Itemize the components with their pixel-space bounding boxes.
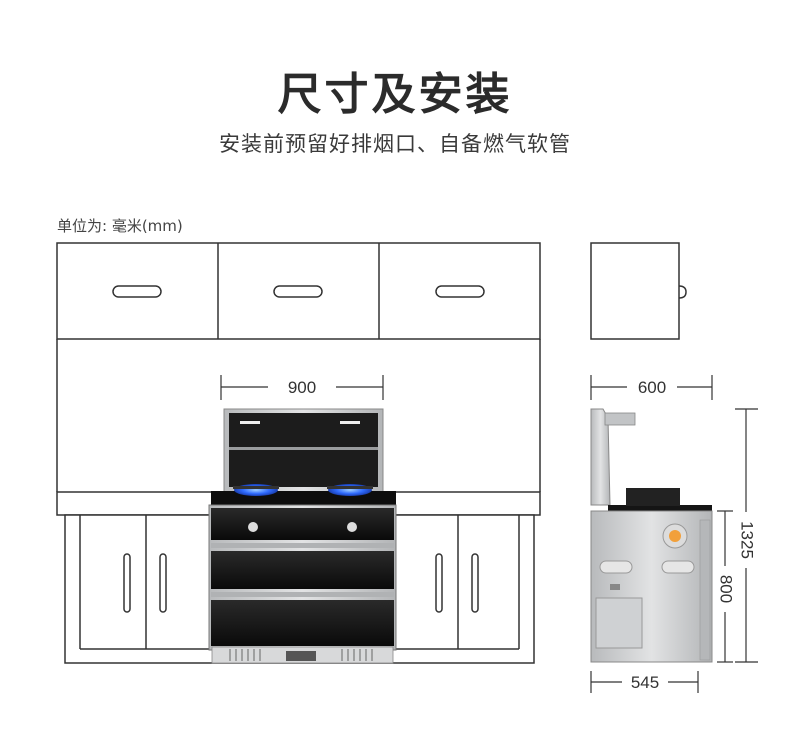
dimension-depth-bottom <box>590 671 699 693</box>
side-upper-cabinet <box>590 242 687 340</box>
side-view: 600 1325 800 545 <box>590 242 758 693</box>
integrated-stove-front <box>208 408 397 664</box>
integrated-stove-side <box>590 408 713 663</box>
dimension-width-front <box>220 375 384 400</box>
dimension-label-height-total: 1325 <box>738 521 757 559</box>
cabinet-handle <box>471 553 479 613</box>
cabinet-handle <box>435 285 485 298</box>
page-title: 尺寸及安装 <box>277 69 513 120</box>
dimension-height-body <box>717 510 733 663</box>
cabinet-handle <box>159 553 167 613</box>
dimension-height-total <box>735 408 758 663</box>
dimension-label-depth-top: 600 <box>638 378 666 397</box>
cabinet-handle <box>112 285 162 298</box>
cabinet-handle <box>273 285 323 298</box>
burner-right <box>327 484 373 496</box>
cabinet-handle <box>123 553 131 613</box>
dimension-label-depth-bottom: 545 <box>631 673 659 692</box>
control-knob <box>248 522 258 532</box>
upper-cabinets <box>56 242 541 340</box>
control-knob <box>347 522 357 532</box>
burner-left <box>233 484 279 496</box>
dimension-label-height-body: 800 <box>717 575 736 603</box>
page-subtitle: 安装前预留好排烟口、自备燃气软管 <box>219 132 571 156</box>
cabinet-handle <box>435 553 443 613</box>
dimension-depth-top <box>590 375 713 400</box>
unit-label: 单位为: 毫米(mm) <box>57 217 183 235</box>
dimension-label-width: 900 <box>288 378 316 397</box>
side-burner <box>626 488 680 506</box>
